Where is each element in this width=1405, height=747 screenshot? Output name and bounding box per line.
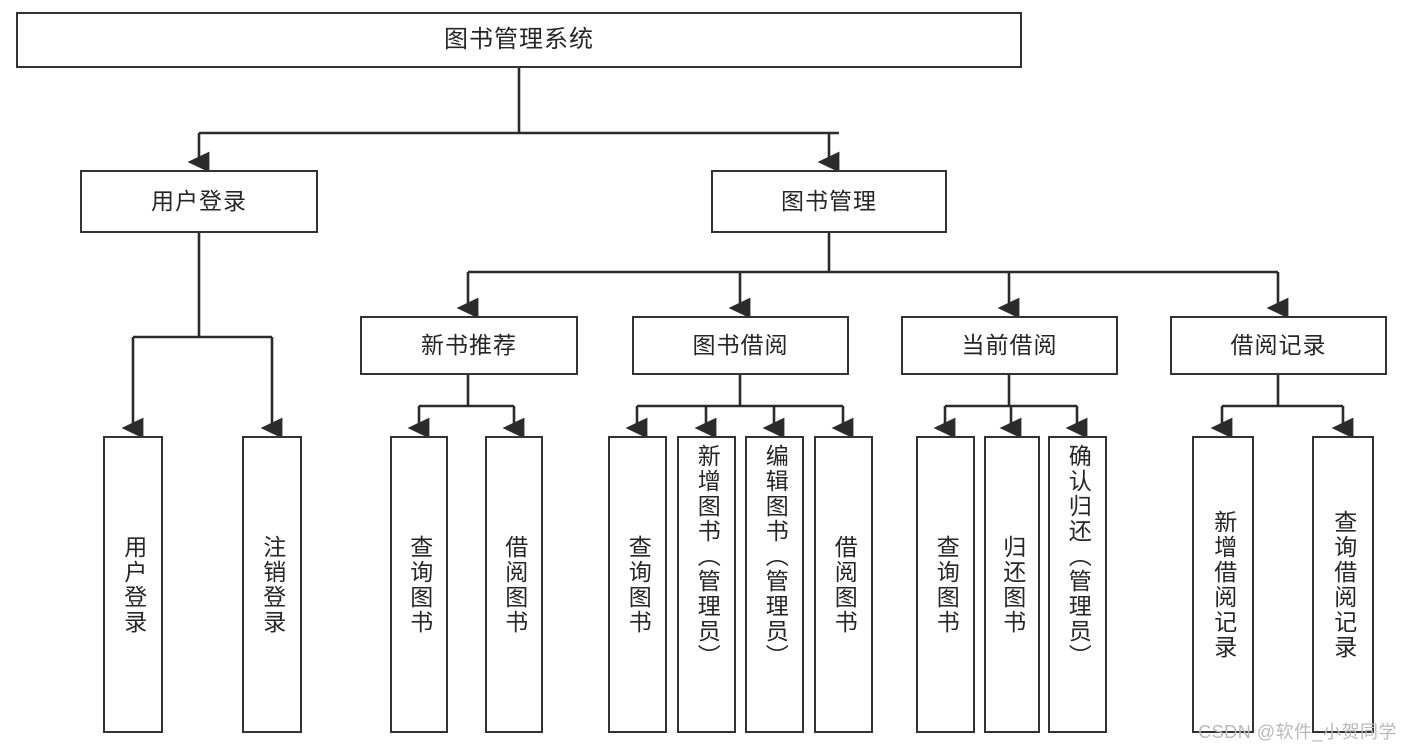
leaf-label: 查询图书: [406, 534, 433, 635]
leaf-label: 借阅图书: [501, 534, 528, 635]
leaf-current-borrow-query-book[interactable]: 查询图书: [916, 436, 975, 733]
leaf-new-book-borrow-book[interactable]: 借阅图书: [485, 436, 543, 733]
node-label: 图书管理系统: [444, 25, 594, 53]
node-borrow-record[interactable]: 借阅记录: [1170, 316, 1387, 375]
leaf-label: 确认归还（管理员）: [1065, 444, 1092, 669]
node-user-login[interactable]: 用户登录: [80, 170, 318, 233]
leaf-new-book-query-book[interactable]: 查询图书: [390, 436, 448, 733]
node-label: 图书管理: [781, 187, 877, 214]
node-label: 当前借阅: [961, 331, 1058, 358]
leaf-borrow-record-add-record[interactable]: 新增借阅记录: [1192, 436, 1254, 733]
leaf-book-borrow-query-book[interactable]: 查询图书: [608, 436, 667, 733]
node-label: 借阅记录: [1230, 331, 1327, 358]
leaf-book-borrow-borrow-book[interactable]: 借阅图书: [814, 436, 873, 733]
node-label: 图书借阅: [692, 331, 789, 358]
leaf-current-borrow-confirm-return-admin[interactable]: 确认归还（管理员）: [1048, 436, 1107, 733]
leaf-user-login-logout[interactable]: 注销登录: [242, 436, 302, 733]
leaf-borrow-record-query-record[interactable]: 查询借阅记录: [1312, 436, 1374, 733]
node-root-book-management-system[interactable]: 图书管理系统: [16, 12, 1022, 68]
leaf-current-borrow-return-book[interactable]: 归还图书: [984, 436, 1040, 733]
leaf-label: 归还图书: [999, 534, 1026, 635]
node-new-book-recommend[interactable]: 新书推荐: [360, 316, 578, 375]
leaf-label: 借阅图书: [831, 534, 858, 635]
leaf-label: 查询图书: [933, 534, 960, 635]
leaf-label: 新增借阅记录: [1210, 509, 1237, 660]
leaf-label: 查询图书: [625, 534, 652, 635]
leaf-user-login-login[interactable]: 用户登录: [103, 436, 163, 733]
node-current-borrow[interactable]: 当前借阅: [901, 316, 1118, 375]
csdn-watermark: CSDN @软件_小贺同学: [1198, 722, 1397, 742]
leaf-label: 用户登录: [120, 534, 147, 635]
leaf-book-borrow-edit-book-admin[interactable]: 编辑图书（管理员）: [745, 436, 804, 733]
leaf-label: 新增图书（管理员）: [694, 444, 721, 669]
leaf-label: 查询借阅记录: [1330, 509, 1357, 660]
node-book-borrow[interactable]: 图书借阅: [632, 316, 849, 375]
node-label: 新书推荐: [421, 331, 517, 358]
node-label: 用户登录: [151, 187, 247, 214]
node-book-management[interactable]: 图书管理: [711, 170, 947, 233]
leaf-label: 注销登录: [259, 534, 286, 635]
leaf-label: 编辑图书（管理员）: [762, 444, 789, 669]
leaf-book-borrow-add-book-admin[interactable]: 新增图书（管理员）: [677, 436, 736, 733]
